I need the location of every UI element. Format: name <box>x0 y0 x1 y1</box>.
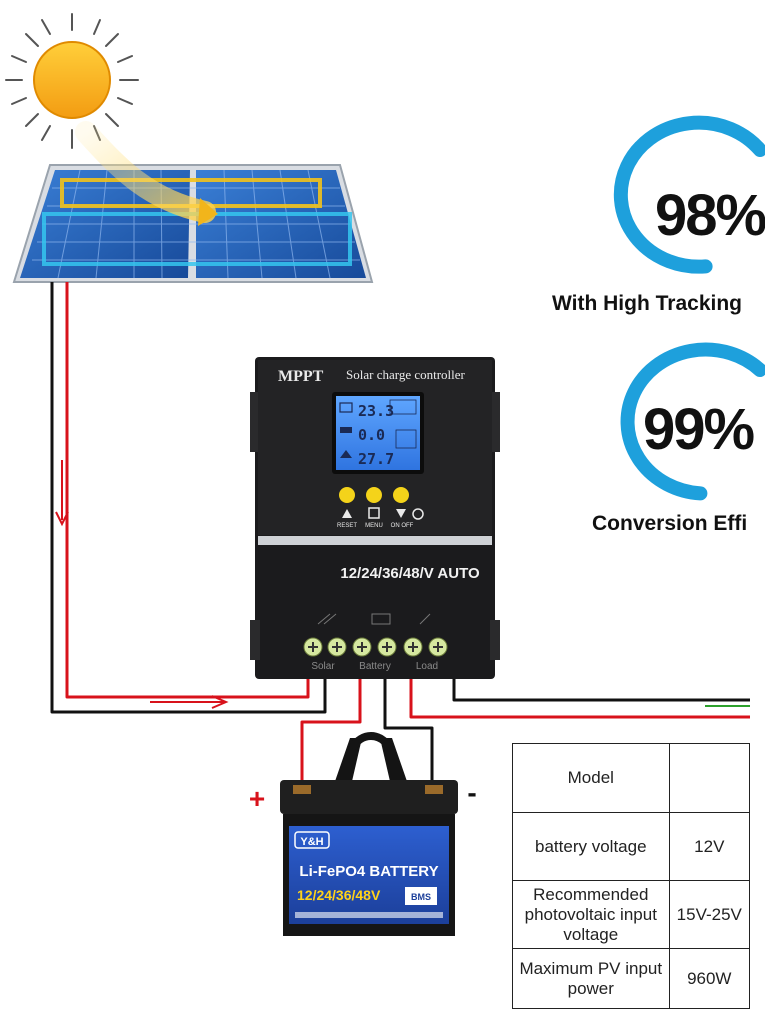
battery-terminal-neg-icon <box>377 637 397 657</box>
panel-positive-wire <box>65 282 310 699</box>
controller-brand: MPPT <box>278 368 324 385</box>
down-arrow-icon <box>396 509 406 518</box>
conversion-efficiency-ring <box>620 342 765 501</box>
spec-label-pv-input-voltage: Recommended photovoltaic input voltage <box>512 880 670 949</box>
lcd-panel-icon <box>339 402 353 413</box>
onoff-label: ON OFF <box>391 523 414 529</box>
solar-terminal-neg-icon <box>327 637 347 657</box>
conversion-efficiency-caption: Conversion Effi <box>592 512 748 535</box>
lcd-bulb-icon <box>340 450 352 458</box>
load-positive-wire <box>409 672 750 719</box>
load-negative-wire <box>452 672 750 702</box>
reset-label: RESET <box>337 523 357 529</box>
lcd-row1: 23.3 <box>358 402 394 420</box>
terminal-label-battery: Battery <box>359 661 391 672</box>
battery-icon: Y&H Li-FePO4 BATTERY 12/24/36/48V BMS + … <box>249 732 477 936</box>
spec-label-max-pv-power: Maximum PV input power <box>512 948 670 1009</box>
sun-icon <box>5 13 139 149</box>
controller-subtitle: Solar charge controller <box>346 367 466 382</box>
battery-minus-sign: - <box>467 777 476 808</box>
current-direction-arrows <box>55 460 229 709</box>
battery-plus-sign: + <box>249 783 265 814</box>
diagram-canvas: MPPT Solar charge controller 23.3 0.0 27… <box>5 13 765 936</box>
table-row: battery voltage 12V <box>512 812 751 881</box>
spec-value-max-pv-power: 960W <box>668 948 751 1009</box>
solar-panel-icon <box>12 121 374 283</box>
menu-label: MENU <box>365 523 383 529</box>
load-terminal-pos-icon <box>403 637 423 657</box>
table-row: Model <box>512 743 751 813</box>
battery-label-panel <box>289 826 449 924</box>
spec-label-model: Model <box>512 743 670 813</box>
spec-table: Model battery voltage 12V Recommended ph… <box>512 743 751 1009</box>
onoff-button[interactable] <box>393 487 409 503</box>
spec-value-model <box>668 743 751 813</box>
battery-brand: Y&H <box>300 836 323 848</box>
reset-button[interactable] <box>339 487 355 503</box>
panel-negative-wire <box>50 282 327 714</box>
table-row: Maximum PV input power 960W <box>512 948 751 1009</box>
tracking-efficiency-ring <box>613 115 765 274</box>
battery-chemistry: Li-FePO4 BATTERY <box>299 863 438 880</box>
battery-bms: BMS <box>411 892 431 902</box>
battery-terminal-pos-icon <box>352 637 372 657</box>
table-row: Recommended photovoltaic input voltage 1… <box>512 880 751 949</box>
lcd-row3: 27.7 <box>358 450 394 468</box>
divider-strip <box>258 536 492 545</box>
wiring <box>50 282 750 788</box>
spec-value-battery-voltage: 12V <box>668 812 751 881</box>
charge-controller: MPPT Solar charge controller 23.3 0.0 27… <box>250 357 500 679</box>
spec-value-pv-input-voltage: 15V-25V <box>668 880 751 949</box>
battery-positive-wire <box>300 672 362 788</box>
terminal-label-load: Load <box>416 661 438 672</box>
tracking-efficiency-caption: With High Tracking <box>552 292 742 315</box>
power-icon <box>412 508 424 520</box>
lcd-row2: 0.0 <box>358 426 385 444</box>
load-terminal-neg-icon <box>428 637 448 657</box>
conversion-efficiency-value: 99% <box>643 397 755 462</box>
terminal-block <box>303 637 448 657</box>
terminal-label-solar: Solar <box>311 661 335 672</box>
menu-button[interactable] <box>366 487 382 503</box>
spec-label-battery-voltage: battery voltage <box>512 812 670 881</box>
tracking-efficiency-value: 98% <box>655 183 765 248</box>
solar-terminal-pos-icon <box>303 637 323 657</box>
battery-voltage: 12/24/36/48V <box>297 887 381 903</box>
menu-icon <box>368 507 380 519</box>
voltage-label: 12/24/36/48/V AUTO <box>340 565 480 582</box>
up-arrow-icon <box>342 509 352 518</box>
battery-negative-wire <box>383 672 434 788</box>
lcd-battery-icon <box>340 427 352 433</box>
